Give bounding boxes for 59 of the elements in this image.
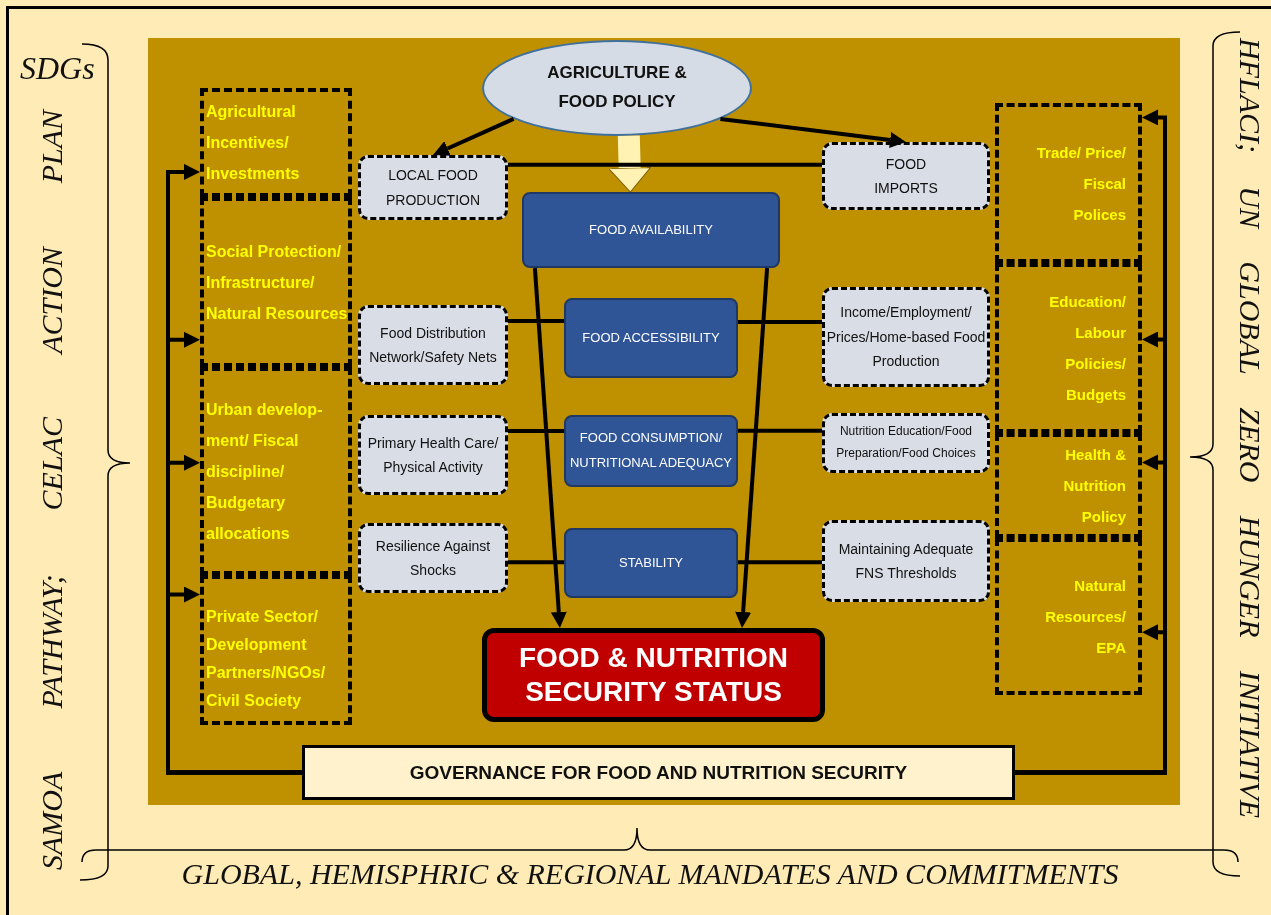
pillar-box (564, 298, 738, 378)
node-text: Health & Nutrition Policy (1062, 445, 1126, 527)
process-box (822, 287, 990, 387)
dashed-box (995, 433, 1142, 538)
process-box (358, 155, 508, 220)
node-text: Private Sector/ Development Partners/NGOs/ Civil Society (206, 607, 327, 711)
mandate-label: GLOBAL, HEMISPHRIC & REGIONAL MANDATES AND COMMITMENTS (180, 857, 1120, 891)
node-text: Urban develop- ment/ Fiscal discipline/ Budgetary allocations (206, 399, 324, 544)
node-text: Agricultural Incentives/ Investments (206, 102, 301, 184)
process-box (822, 520, 990, 602)
arrow (532, 267, 567, 628)
dashed-box (995, 263, 1142, 433)
node-text: Trade/ Price/ Fiscal Polices (1035, 142, 1126, 225)
connector-line (508, 560, 564, 565)
process-box (358, 305, 508, 385)
mandate-label: SAMOA PATHWAY; CELAC ACTION PLAN (34, 110, 69, 870)
connector-line (738, 560, 822, 565)
arrow (1015, 624, 1167, 775)
dashed-box (200, 367, 352, 575)
process-box (358, 523, 508, 593)
connector-line (738, 320, 822, 324)
arrow (166, 586, 302, 775)
node-text: Social Protection/ Infrastructure/ Natural Resources (206, 241, 348, 324)
arrow (735, 267, 770, 628)
node-text: Primary Health Care/ Physical Activity (366, 433, 500, 477)
process-box (822, 142, 990, 210)
arrow (608, 135, 652, 193)
pillar-box (564, 528, 738, 598)
mandate-label: SDGs (20, 50, 95, 87)
mandate-label: HFLACI; UN GLOBAL ZERO HUNGER INITIATIVE (1233, 38, 1268, 818)
connector-line (738, 428, 822, 433)
node-text: LOCAL FOOD PRODUCTION (384, 166, 482, 210)
governance-bar (302, 745, 1015, 800)
node-text: AGRICULTURE & FOOD POLICY (546, 62, 688, 113)
dashed-box (995, 103, 1142, 263)
pillar-box (564, 415, 738, 487)
dashed-box (995, 538, 1142, 695)
dashed-box (200, 88, 352, 197)
node-text: Income/Employment/ Prices/Home-based Food Production (826, 303, 986, 372)
node-text: Education/ Labour Policies/ Budgets (1048, 292, 1126, 405)
connector-line (508, 319, 564, 323)
process-box (358, 415, 508, 495)
node-text: GOVERNANCE FOR FOOD AND NUTRITION SECURITY (409, 761, 908, 784)
arrow (433, 117, 515, 156)
status-box (482, 628, 825, 722)
connector-line (508, 429, 564, 433)
dashed-box (200, 197, 352, 367)
node-text: Maintaining Adequate FNS Thresholds (837, 539, 975, 583)
node-text: Nutrition Education/Food Preparation/Food Choices (835, 423, 977, 462)
node-text: Food Distribution Network/Safety Nets (368, 323, 498, 367)
node-text: Natural Resources/ EPA (1044, 576, 1126, 658)
node-text: FOOD IMPORTS (873, 154, 939, 198)
connector-line (508, 162, 822, 167)
node-text: FOOD & NUTRITION SECURITY STATUS (517, 641, 790, 709)
arrow (720, 116, 906, 148)
node-text: Resilience Against Shocks (374, 536, 492, 580)
dashed-box (200, 575, 352, 725)
process-box (822, 413, 990, 473)
pillar-box (522, 192, 780, 268)
